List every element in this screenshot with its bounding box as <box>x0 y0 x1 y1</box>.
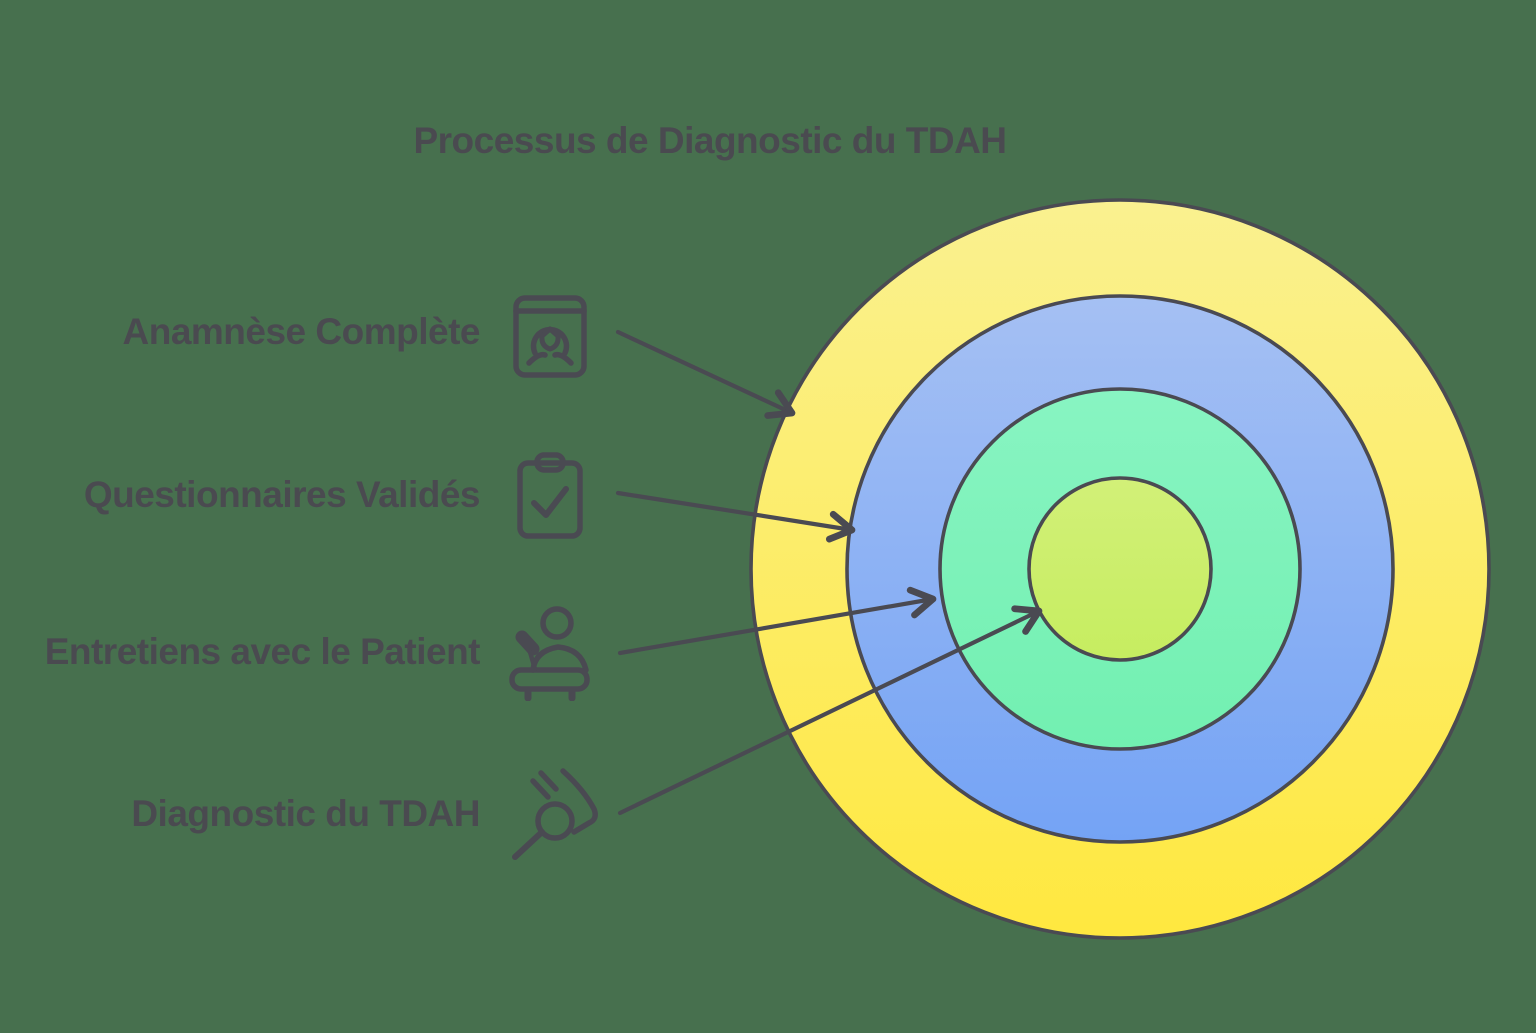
arrow-anamnese <box>615 329 796 419</box>
page-title: Processus de Diagnostic du TDAH <box>413 119 1007 161</box>
magnifier-hand-icon <box>512 768 598 860</box>
arrow-diagnostic <box>617 605 1043 816</box>
step-label-entretiens: Entretiens avec le Patient <box>44 631 481 672</box>
arrow-entretiens <box>617 586 937 656</box>
step-label-questionnaires: Questionnaires Validés <box>83 474 481 515</box>
diagnostic-core <box>1027 476 1213 662</box>
step-label-anamnese: Anamnèse Complète <box>122 311 481 352</box>
patient-record-book-icon <box>513 295 587 378</box>
clipboard-check-icon <box>517 452 583 539</box>
patient-interview-icon <box>509 606 590 701</box>
arrow-questionnaires <box>615 490 856 543</box>
step-label-diagnostic: Diagnostic du TDAH <box>131 793 480 834</box>
